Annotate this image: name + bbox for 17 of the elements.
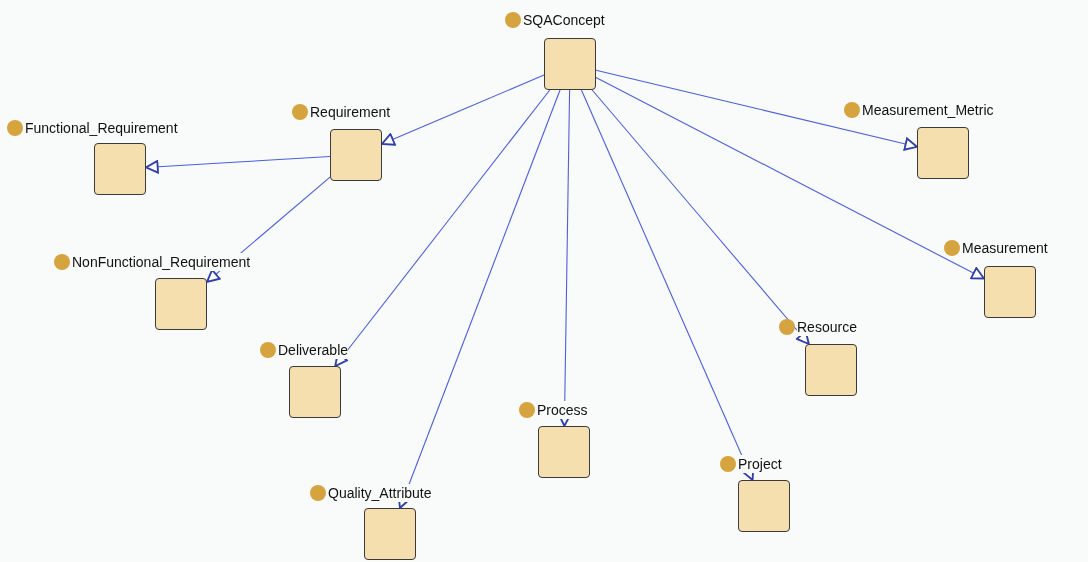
class-label: Quality_Attribute bbox=[328, 484, 432, 502]
arrow bbox=[145, 156, 331, 174]
class-label: Measurement_Metric bbox=[862, 101, 994, 119]
class-label: Requirement bbox=[310, 103, 391, 121]
arrow bbox=[580, 89, 755, 481]
class-label: NonFunctional_Requirement bbox=[72, 253, 251, 271]
arrow bbox=[557, 89, 572, 427]
class-label: Process bbox=[537, 401, 588, 419]
class-label: Deliverable bbox=[278, 341, 349, 359]
arrow bbox=[334, 89, 551, 367]
class-label: Project bbox=[738, 455, 782, 473]
arrow bbox=[591, 89, 810, 345]
arrow bbox=[595, 76, 985, 280]
arrow bbox=[397, 89, 561, 509]
class-label: Functional_Requirement bbox=[25, 119, 178, 137]
arrow bbox=[381, 74, 545, 146]
arrow bbox=[595, 69, 918, 151]
